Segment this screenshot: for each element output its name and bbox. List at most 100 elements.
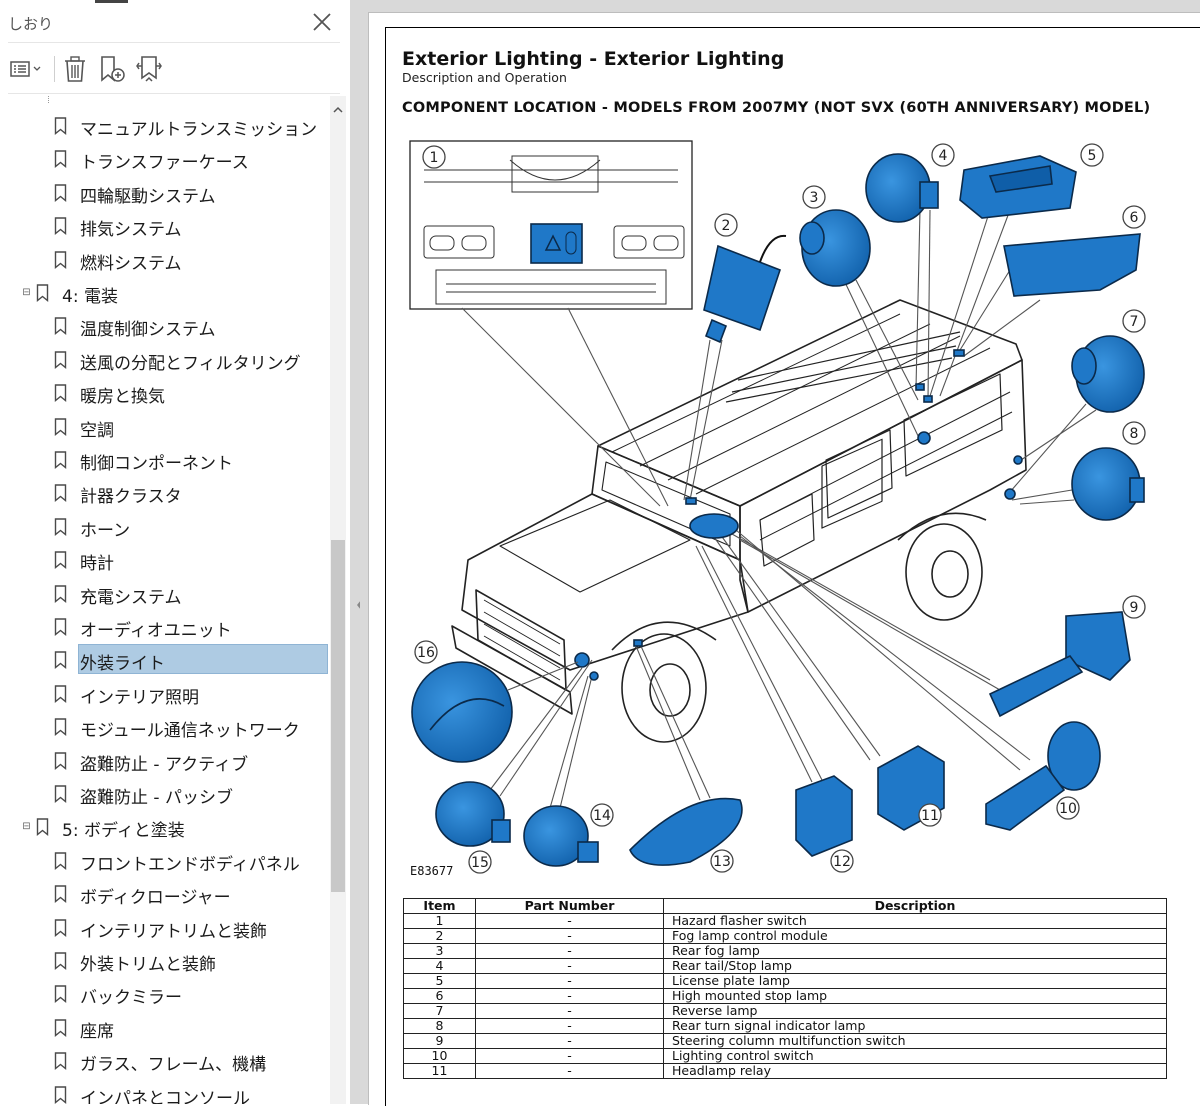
bookmark-label: 送風の分配とフィルタリング	[80, 353, 301, 374]
new-bookmark-icon[interactable]	[98, 54, 126, 84]
bookmark-item[interactable]: ガラス、フレーム、機構	[0, 1044, 328, 1077]
callout-number: 7	[1130, 314, 1139, 330]
collapse-toggle-icon[interactable]: ⊟	[22, 821, 31, 833]
bookmark-item[interactable]: ボディクロージャー	[0, 877, 328, 910]
bookmark-label: 空調	[80, 420, 114, 441]
bookmark-section[interactable]: ⊟ 4: 電装	[0, 276, 328, 309]
bookmark-label: 暖房と換気	[80, 387, 165, 408]
bookmark-item[interactable]: バックミラー	[0, 977, 328, 1010]
bookmark-icon	[54, 651, 67, 670]
cell-item: 6	[403, 988, 476, 1004]
callout-circle	[1080, 143, 1104, 167]
bookmark-icon	[54, 885, 67, 904]
cell-description: Hazard flasher switch	[663, 913, 1167, 929]
callout-circle	[1122, 205, 1146, 229]
bookmark-icon	[54, 785, 67, 803]
bookmark-label: オーディオユニット	[80, 621, 232, 641]
bookmark-item[interactable]: インパネとコンソール	[0, 1078, 328, 1104]
bookmark-item[interactable]: ホーン	[0, 510, 328, 543]
cell-description: License plate lamp	[663, 973, 1167, 989]
callout-circle	[714, 213, 738, 237]
callout-4: 4	[931, 143, 955, 167]
options-menu-icon[interactable]	[8, 54, 44, 84]
scroll-up-icon[interactable]	[330, 102, 346, 116]
callout-number: 8	[1130, 426, 1139, 442]
cell-description: High mounted stop lamp	[663, 988, 1167, 1004]
bookmark-icon	[36, 284, 49, 302]
callout-7: 7	[1122, 309, 1146, 333]
callout-circle	[830, 849, 854, 873]
bookmark-item[interactable]: マニュアルトランスミッション	[0, 109, 328, 142]
callout-circle	[1122, 309, 1146, 333]
bookmark-item[interactable]: インテリア照明	[0, 677, 328, 710]
expand-bookmark-icon[interactable]	[134, 54, 164, 84]
bookmark-label: 四輪駆動システム	[80, 186, 216, 207]
bookmark-item[interactable]: 計器クラスタ	[0, 476, 328, 509]
bookmark-item[interactable]: インテリアトリムと装飾	[0, 911, 328, 944]
callout-circle	[710, 849, 734, 873]
bookmark-item[interactable]: 送風の分配とフィルタリング	[0, 343, 328, 376]
cell-description: Rear tail/Stop lamp	[663, 958, 1167, 974]
cell-part-number: -	[475, 928, 664, 944]
section-heading: COMPONENT LOCATION - MODELS FROM 2007MY …	[402, 100, 1151, 116]
callout-number: 5	[1088, 148, 1097, 164]
bookmark-item[interactable]: 座席	[0, 1011, 328, 1044]
bookmark-item[interactable]: 盗難防止 - パッシブ	[0, 777, 328, 810]
bookmark-item[interactable]: 排気システム	[0, 209, 328, 242]
collapse-toggle-icon[interactable]: ⊟	[22, 287, 31, 298]
bookmark-icon	[54, 718, 67, 737]
bookmark-item[interactable]: 暖房と換気	[0, 376, 328, 409]
bookmark-icon	[54, 918, 67, 937]
bookmark-label: 盗難防止 - アクティブ	[80, 754, 249, 775]
bookmark-item[interactable]: 盗難防止 - アクティブ	[0, 744, 328, 777]
bookmark-label: モジュール通信ネットワーク	[80, 721, 300, 742]
bookmark-item[interactable]: トランスファーケース	[0, 142, 328, 175]
callout-2: 2	[714, 213, 738, 237]
bookmark-item[interactable]: モジュール通信ネットワーク	[0, 710, 328, 743]
bookmark-item[interactable]: 外装ライト	[0, 643, 328, 676]
bookmark-item[interactable]: 空調	[0, 410, 328, 443]
callout-circle	[1056, 796, 1080, 820]
bookmark-item[interactable]: 温度制御システム	[0, 309, 328, 342]
table-row: 4-Rear tail/Stop lamp	[403, 958, 1167, 974]
bookmark-scrollbar-thumb[interactable]	[331, 540, 345, 892]
bookmark-icon	[54, 751, 67, 770]
close-icon[interactable]	[310, 10, 334, 34]
bookmark-label: 外装ライト	[80, 654, 165, 675]
cell-part-number: -	[475, 943, 664, 959]
table-row: 11-Headlamp relay	[403, 1063, 1167, 1079]
cell-part-number: -	[475, 1018, 664, 1034]
bookmark-label: トランスファーケース	[80, 153, 249, 174]
column-header-part-number: Part Number	[475, 898, 664, 914]
table-header-row: Item Part Number Description	[403, 898, 1167, 914]
panel-splitter[interactable]	[350, 0, 360, 1104]
cell-part-number: -	[475, 1048, 664, 1064]
parts-table: Item Part Number Description 1-Hazard fl…	[403, 898, 1167, 1079]
bookmark-item[interactable]: 外装トリムと装飾	[0, 944, 328, 977]
callout-circle	[802, 185, 826, 209]
bookmark-item[interactable]: 時計	[0, 543, 328, 576]
bookmark-icon	[54, 117, 67, 135]
bookmark-section[interactable]: ⊟5: ボディと塗装	[0, 810, 328, 843]
bookmark-icon	[54, 1085, 67, 1104]
bookmark-item[interactable]: 制御コンポーネント	[0, 443, 328, 476]
leader-lines	[461, 209, 1097, 809]
cell-item: 11	[403, 1063, 476, 1079]
callout-10: 10	[1056, 796, 1080, 820]
bookmark-label: バックミラー	[80, 988, 182, 1009]
callout-8: 8	[1122, 421, 1146, 445]
bookmark-item[interactable]: 充電システム	[0, 577, 328, 610]
callout-circle	[590, 803, 614, 827]
cell-description: Steering column multifunction switch	[663, 1033, 1167, 1049]
bookmark-item[interactable]: オーディオユニット	[0, 610, 328, 643]
bookmark-item[interactable]: 四輪駆動システム	[0, 176, 328, 209]
cell-part-number: -	[475, 988, 664, 1004]
page-subtitle: Description and Operation	[402, 70, 567, 85]
bookmark-item[interactable]: 燃料システム	[0, 243, 328, 276]
bookmark-item[interactable]: フロントエンドボディパネル	[0, 844, 328, 877]
bookmark-label: 4: 電装	[62, 287, 118, 307]
delete-bookmark-icon[interactable]	[62, 54, 88, 84]
panel-title: しおり	[8, 15, 54, 33]
